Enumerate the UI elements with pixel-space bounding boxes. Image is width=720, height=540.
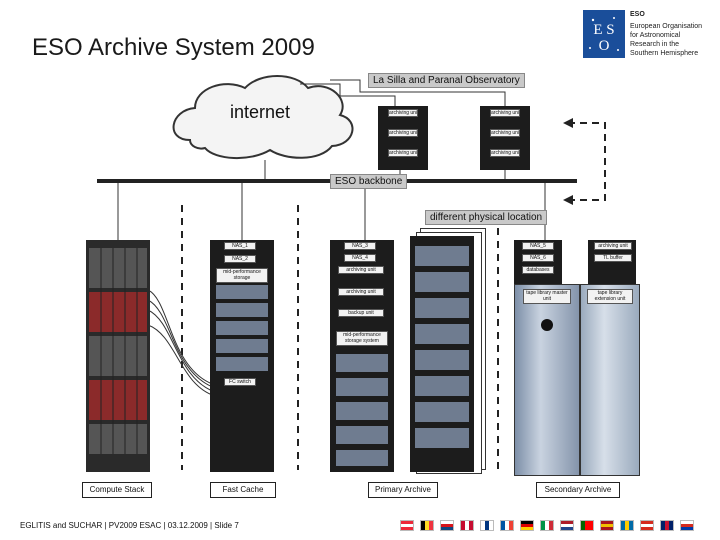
rack-unit-label: archiving unit: [490, 129, 520, 137]
rack-unit-label: mid-performance storage: [216, 268, 268, 283]
rack-unit-label: archiving unit: [594, 242, 632, 250]
secondary-buffer-rack: archiving unit TL buffer: [588, 240, 636, 284]
observatory-rack: archiving unit archiving unit archiving …: [480, 106, 530, 170]
primary-archive-rack: NAS_3 NAS_4 archiving unit archiving uni…: [330, 240, 394, 472]
rack-unit-label: backup unit: [338, 309, 384, 317]
rack-unit-label: archiving unit: [388, 149, 418, 157]
flag-icon: [680, 520, 694, 531]
physical-location-label: different physical location: [425, 210, 548, 225]
slide-footer: EGLITIS and SUCHAR | PV2009 ESAC | 03.12…: [20, 521, 239, 530]
eso-logo-icon: E S O: [589, 17, 619, 54]
rack-unit-label: NAS_4: [344, 254, 376, 262]
flag-icon: [420, 520, 434, 531]
rack-unit-label: archiving unit: [338, 288, 384, 296]
eso-logo: E S O: [583, 10, 625, 58]
tape-library-extension-label: tape library extension unit: [587, 289, 633, 304]
backbone-label: ESO backbone: [330, 174, 408, 189]
rack-unit-label: NAS_3: [344, 242, 376, 250]
observatory-label: La Silla and Paranal Observatory: [368, 73, 525, 88]
flag-icon: [500, 520, 514, 531]
rack-unit-label: archiving unit: [388, 129, 418, 137]
svg-text:E S: E S: [593, 22, 614, 38]
logo-line: for Astronomical: [630, 32, 681, 39]
rack-unit-label: archiving unit: [388, 109, 418, 117]
flag-icon: [460, 520, 474, 531]
rack-unit-label: archiving unit: [490, 149, 520, 157]
flag-icon: [440, 520, 454, 531]
caption-secondary-archive: Secondary Archive: [536, 482, 620, 498]
flag-icon: [480, 520, 494, 531]
flag-icon: [540, 520, 554, 531]
logo-line: Southern Hemisphere: [630, 50, 699, 57]
compute-blades: [89, 248, 147, 454]
rack-unit-label: TL buffer: [594, 254, 632, 262]
fast-cache-rack: NAS_1 NAS_2 mid-performance storage FC s…: [210, 240, 274, 472]
flag-icon: [560, 520, 574, 531]
primary-disks: [336, 354, 388, 466]
internet-label: internet: [230, 102, 291, 122]
primary-extension-rack: [410, 236, 474, 472]
rack-unit-label: archiving unit: [490, 109, 520, 117]
rack-unit-label: NAS_1: [224, 242, 256, 250]
fast-cache-disks: [216, 285, 268, 371]
flag-icon: [400, 520, 414, 531]
caption-compute-stack: Compute Stack: [82, 482, 152, 498]
fc-switch-label: FC switch: [224, 378, 256, 386]
primary-extension-disks: [415, 246, 469, 448]
tape-library-extension: tape library extension unit: [580, 284, 640, 476]
rack-unit-label: NAS_5: [522, 242, 554, 250]
internet-cloud: [172, 75, 354, 160]
flag-icon: [600, 520, 614, 531]
rack-unit-label: NAS_2: [224, 255, 256, 263]
rack-unit-label: NAS_6: [522, 254, 554, 262]
flag-icon: [580, 520, 594, 531]
logo-abbr: ESO: [630, 11, 645, 18]
rack-unit-label: mid-performance storage system: [336, 331, 388, 346]
flag-icon: [520, 520, 534, 531]
eso-logo-text: ESO European Organisation for Astronomic…: [630, 10, 702, 58]
caption-fast-cache: Fast Cache: [210, 482, 276, 498]
logo-line: European Organisation: [630, 23, 702, 30]
svg-text:O: O: [599, 38, 610, 54]
slide-title: ESO Archive System 2009: [32, 34, 315, 61]
caption-primary-archive: Primary Archive: [368, 482, 438, 498]
rack-unit-label: archiving unit: [338, 266, 384, 274]
flag-icon: [640, 520, 654, 531]
logo-line: Research in the: [630, 41, 680, 48]
flag-icon: [620, 520, 634, 531]
rack-unit-label: databases: [522, 266, 554, 274]
observatory-rack: archiving unit archiving unit archiving …: [378, 106, 428, 170]
tape-library-master-label: tape library master unit: [523, 289, 571, 304]
tape-library-master: tape library master unit: [514, 284, 580, 476]
library-port-icon: [541, 319, 553, 331]
compute-stack-rack: [86, 240, 150, 472]
flag-icon: [660, 520, 674, 531]
secondary-nas-rack: NAS_5 NAS_6 databases: [514, 240, 562, 284]
